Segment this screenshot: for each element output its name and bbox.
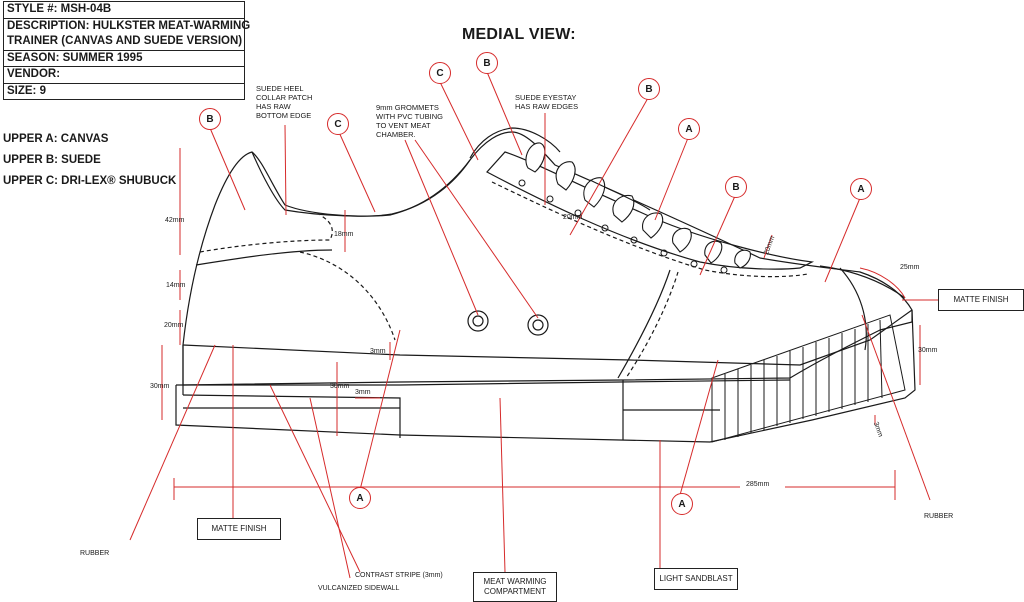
label-contrast-stripe: CONTRAST STRIPE (3mm) (355, 572, 443, 579)
dim-285mm: 285mm (746, 481, 770, 488)
marker-c-collar: C (327, 113, 349, 135)
callout-matte-finish-left: MATTE FINISH (197, 518, 281, 540)
dim-14mm: 14mm (166, 282, 186, 289)
callout-meat-warming: MEAT WARMING COMPARTMENT (473, 572, 557, 602)
legend-upper-c: UPPER C: DRI-LEX® SHUBUCK (3, 175, 177, 187)
callout-light-sandblast: LIGHT SANDBLAST (654, 568, 738, 590)
dim-3mm-mid: 3mm (355, 389, 371, 396)
marker-a-midfoot: A (671, 493, 693, 515)
eyelets (518, 179, 728, 274)
dim-20mm-eyestay: 20mm (563, 214, 583, 221)
marker-a-vamp: A (678, 118, 700, 140)
marker-a-quarter: A (349, 487, 371, 509)
description-line-2: TRAINER (CANVAS AND SUEDE VERSION) (4, 34, 244, 51)
note-heel-collar: SUEDE HEEL COLLAR PATCH HAS RAW BOTTOM E… (256, 84, 313, 120)
dim-30mm-mid: 30mm (330, 383, 350, 390)
shoe-outline (175, 127, 916, 443)
dimension-lines (161, 148, 921, 500)
dim-25mm: 25mm (900, 264, 920, 271)
style-number: STYLE #: MSH-04B (4, 2, 244, 19)
marker-b-tongue: B (476, 52, 498, 74)
marker-a-toe: A (850, 178, 872, 200)
season: SEASON: SUMMER 1995 (4, 51, 244, 67)
note-grommets: 9mm GROMMETS WITH PVC TUBING TO VENT MEA… (376, 103, 443, 139)
dim-20mm: 20mm (164, 322, 184, 329)
marker-b-eyestay: B (638, 78, 660, 100)
dim-18mm: 18mm (334, 231, 354, 238)
toe-bumper-ribs (711, 314, 906, 443)
callout-matte-finish-right: MATTE FINISH (938, 289, 1024, 311)
vendor: VENDOR: (4, 67, 244, 84)
note-eyestay: SUEDE EYESTAY HAS RAW EDGES (515, 93, 579, 111)
spec-table: STYLE #: MSH-04B DESCRIPTION: HULKSTER M… (3, 1, 251, 100)
view-title: MEDIAL VIEW: (462, 26, 576, 43)
marker-b-heel: B (199, 108, 221, 130)
dim-42mm: 42mm (165, 217, 185, 224)
dim-30mm-left: 30mm (150, 383, 170, 390)
marker-c-tongue: C (429, 62, 451, 84)
legend-upper-a: UPPER A: CANVAS (3, 133, 109, 145)
label-vulcanized-sidewall: VULCANIZED SIDEWALL (318, 585, 400, 592)
dim-30mm-right: 30mm (918, 347, 938, 354)
size: SIZE: 9 (7, 84, 46, 97)
label-rubber-left: RUBBER (80, 550, 110, 557)
leader-lines (129, 71, 938, 579)
grommets (467, 310, 549, 336)
dim-3mm-top: 3mm (370, 348, 386, 355)
label-rubber-right: RUBBER (924, 513, 954, 520)
laces (525, 142, 751, 269)
description-line-1: DESCRIPTION: HULKSTER MEAT-WARMING (7, 19, 251, 32)
marker-b-toe: B (725, 176, 747, 198)
legend-upper-b: UPPER B: SUEDE (3, 154, 101, 166)
